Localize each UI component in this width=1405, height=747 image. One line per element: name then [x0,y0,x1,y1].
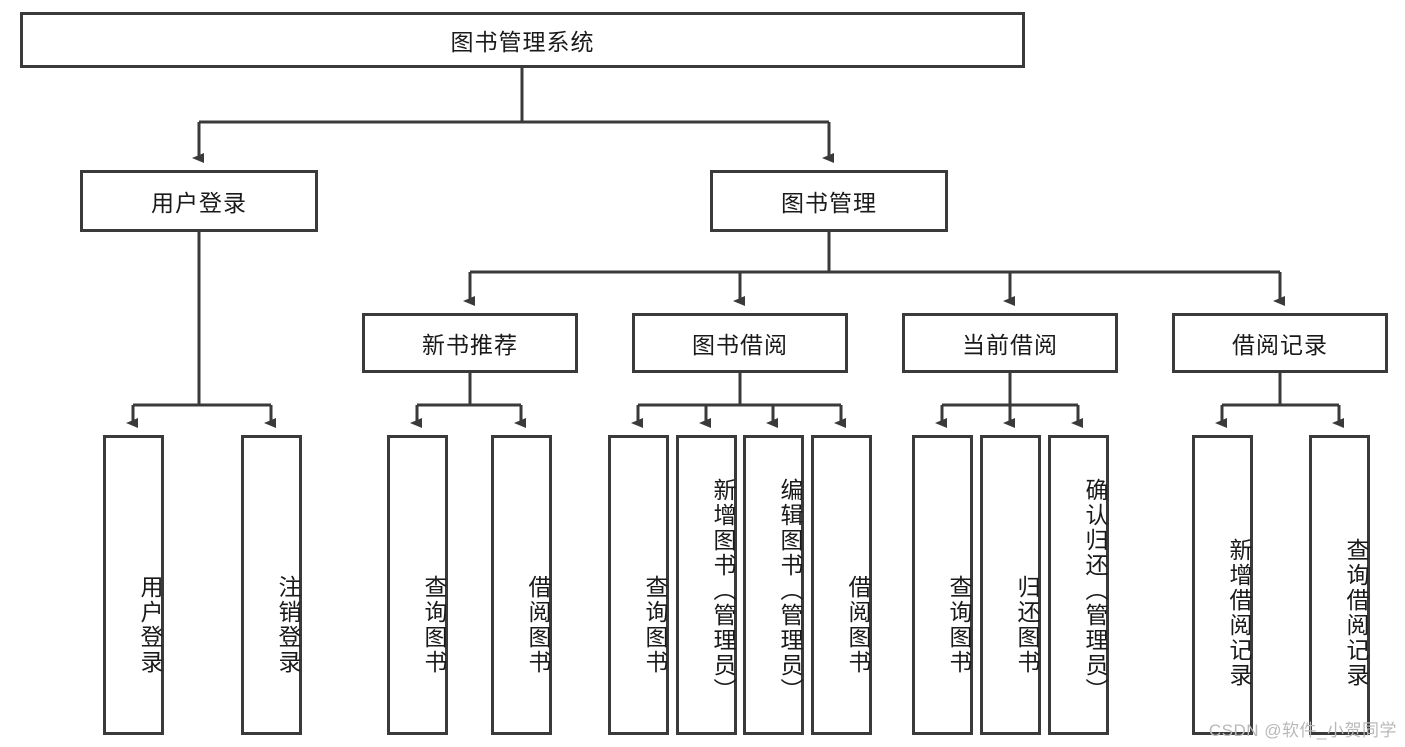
leaf-return-book[interactable]: 归还图书 [980,435,1041,735]
node-label: 编辑图书（管理员） [777,477,803,703]
leaf-user-login[interactable]: 用户登录 [103,435,164,735]
leaf-logout[interactable]: 注销登录 [241,435,302,735]
node-user-login[interactable]: 用户登录 [80,170,318,232]
node-label: 查询图书 [421,575,447,675]
leaf-borrow-book[interactable]: 借阅图书 [811,435,872,735]
node-label: 新增图书（管理员） [710,477,736,703]
node-borrow-record[interactable]: 借阅记录 [1172,313,1388,373]
node-label: 查询借阅记录 [1343,537,1369,688]
node-label: 查询图书 [946,575,972,675]
node-label: 新增借阅记录 [1226,537,1252,688]
node-label: 当前借阅 [962,332,1058,358]
node-new-book-recommend[interactable]: 新书推荐 [362,313,578,373]
leaf-query-borrow-record[interactable]: 查询借阅记录 [1309,435,1370,735]
node-label: 图书管理 [781,190,877,216]
leaf-borrow-book-new[interactable]: 借阅图书 [491,435,552,735]
leaf-query-book-current[interactable]: 查询图书 [912,435,973,735]
node-label: 借阅记录 [1232,332,1328,358]
node-label: 归还图书 [1014,575,1040,675]
node-label: 用户登录 [137,575,163,675]
node-label: 用户登录 [151,190,247,216]
node-book-management-system[interactable]: 图书管理系统 [20,12,1025,68]
node-label: 借阅图书 [525,575,551,675]
leaf-confirm-return-admin[interactable]: 确认归还（管理员） [1048,435,1109,735]
node-label: 新书推荐 [422,332,518,358]
leaf-edit-book-admin[interactable]: 编辑图书（管理员） [743,435,804,735]
node-book-management[interactable]: 图书管理 [710,170,948,232]
node-label: 注销登录 [275,575,301,675]
leaf-query-book-borrow[interactable]: 查询图书 [608,435,669,735]
node-label: 图书借阅 [692,332,788,358]
node-label: 确认归还（管理员） [1082,477,1108,703]
node-book-borrow[interactable]: 图书借阅 [632,313,848,373]
node-label: 查询图书 [642,575,668,675]
leaf-add-book-admin[interactable]: 新增图书（管理员） [676,435,737,735]
leaf-query-book-new[interactable]: 查询图书 [387,435,448,735]
csdn-watermark: CSDN @软件_小贺同学 [1208,721,1397,740]
node-label: 借阅图书 [845,575,871,675]
node-label: 图书管理系统 [450,29,595,55]
leaf-add-borrow-record[interactable]: 新增借阅记录 [1192,435,1253,735]
node-current-borrow[interactable]: 当前借阅 [902,313,1118,373]
